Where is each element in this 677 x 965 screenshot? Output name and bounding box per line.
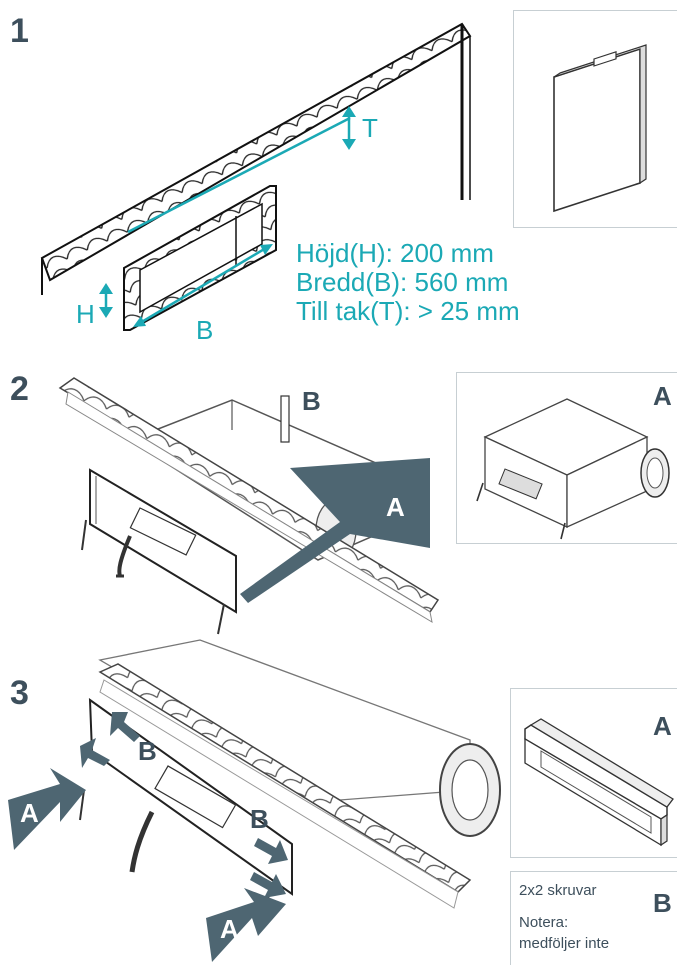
step-number-2: 2 — [10, 370, 29, 408]
arrow-b-top-1 — [110, 712, 140, 742]
arrow-b-right-label: B — [250, 804, 269, 834]
panel-screws-letter: B — [653, 888, 672, 918]
note-title: Notera: — [519, 914, 569, 931]
arrow-b-right-2 — [250, 872, 286, 898]
panel-frame: A — [510, 688, 677, 858]
panel-unit-letter: A — [653, 381, 672, 411]
arrow-b-right-1 — [254, 838, 288, 864]
unit-illustration — [476, 398, 670, 540]
panel-lid — [513, 10, 677, 228]
panel-screws-note: 2x2 skruvar Notera: medföljer inte B — [510, 871, 677, 965]
arrow-a-step2 — [240, 458, 430, 603]
arrow-a-bottom-label: A — [220, 914, 239, 944]
frame-illustration — [524, 718, 674, 847]
note-text: medföljer inte — [519, 935, 610, 952]
note-screws: 2x2 skruvar — [519, 882, 597, 899]
step-number-3: 3 — [10, 674, 29, 712]
dimension-label-h: H — [76, 299, 95, 329]
arrow-b-top-2 — [80, 738, 110, 768]
arrow-a-left-label: A — [20, 798, 39, 828]
dimension-list: Höjd(H): 200 mm Bredd(B): 560 mm Till ta… — [296, 239, 520, 326]
dimension-width: Bredd(B): 560 mm — [296, 267, 509, 297]
lid-illustration — [553, 44, 647, 213]
step-number-1: 1 — [10, 12, 29, 50]
arrow-a-left — [8, 768, 86, 850]
panel-unit: A — [456, 372, 677, 544]
arrow-label-a: A — [386, 492, 405, 522]
dimension-ceiling: Till tak(T): > 25 mm — [296, 296, 520, 326]
panel-frame-letter: A — [653, 711, 672, 741]
arrow-a-bottom — [206, 888, 286, 962]
dimension-height: Höjd(H): 200 mm — [296, 238, 494, 268]
arrow-b-top-label: B — [138, 736, 157, 766]
dimension-label-b: B — [196, 315, 214, 345]
dimension-label-t: T — [362, 113, 378, 143]
strap-label-b: B — [302, 386, 321, 416]
